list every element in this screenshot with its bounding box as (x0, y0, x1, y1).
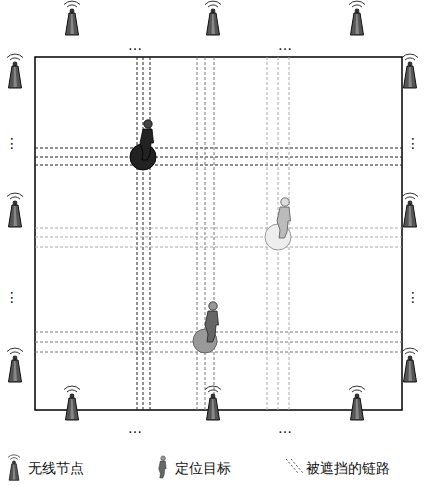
ellipsis-holder: … (278, 418, 292, 437)
wireless-node (349, 386, 365, 420)
ellipsis-mark: ⋮ (5, 290, 19, 305)
legend-target-sample (159, 456, 166, 478)
wireless-nodes (7, 1, 418, 420)
target-person (277, 198, 291, 238)
ellipsis-mark: … (128, 421, 142, 436)
legend-text: 无线节点 (28, 461, 84, 476)
ellipsis-mark: … (278, 38, 292, 53)
localization-area (35, 57, 402, 410)
wireless-node (7, 193, 23, 227)
legend-node-sample (8, 455, 20, 480)
wireless-node (7, 54, 23, 88)
target-person (140, 120, 154, 160)
wireless-node (7, 348, 23, 382)
wireless-node (205, 386, 221, 420)
ellipsis-mark: … (278, 421, 292, 436)
blocked-links-mid (35, 57, 402, 410)
legend-link-sample (286, 459, 303, 473)
ellipsis-holder: … (278, 35, 292, 54)
wireless-node (205, 1, 221, 35)
blocked-links-light (35, 57, 402, 410)
ellipsis-holder: ⋮ (5, 287, 19, 306)
ellipsis-holder: … (128, 35, 142, 54)
wireless-node (402, 348, 418, 382)
wireless-node (64, 1, 80, 35)
ellipsis-holder: … (128, 418, 142, 437)
wireless-node (349, 1, 365, 35)
ellipsis-holder: ⋮ (406, 133, 420, 152)
wireless-node (402, 54, 418, 88)
ellipsis-holder: ⋮ (406, 287, 420, 306)
ellipsis-mark: ⋮ (5, 136, 19, 151)
legend-item: 被遮挡的链路 (306, 458, 390, 477)
legend-item: 无线节点 (28, 458, 84, 477)
ellipsis-mark: … (128, 38, 142, 53)
legend-item: 定位目标 (175, 458, 231, 477)
legend-text: 被遮挡的链路 (306, 461, 390, 476)
wireless-node (64, 386, 80, 420)
ellipsis-mark: ⋮ (406, 290, 420, 305)
wireless-node (402, 193, 418, 227)
ellipsis-holder: ⋮ (5, 133, 19, 152)
ellipsis-mark: ⋮ (406, 136, 420, 151)
legend-text: 定位目标 (175, 461, 231, 476)
blocked-links-dark (35, 57, 402, 410)
target-person (205, 302, 219, 342)
